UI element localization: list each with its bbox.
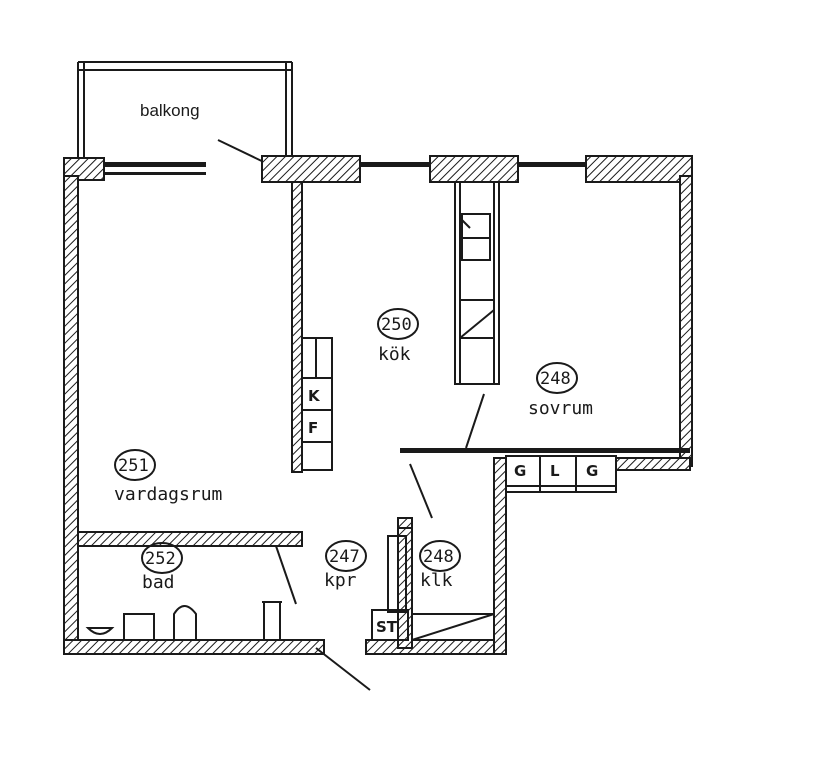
room-number: 248 bbox=[540, 369, 571, 389]
closet-g2-label: G bbox=[586, 462, 598, 480]
room-number: 248 bbox=[423, 547, 454, 567]
kitchen-tall-units bbox=[454, 181, 500, 385]
room-number: 250 bbox=[381, 315, 412, 335]
balcony-label: balkong bbox=[140, 101, 200, 120]
room-sovrum: 248 sovrum bbox=[528, 362, 593, 419]
room-name: kpr bbox=[324, 570, 357, 591]
storage-unit: ST bbox=[371, 535, 495, 641]
room-number: 247 bbox=[329, 547, 360, 567]
bathroom-fixtures bbox=[85, 601, 282, 641]
room-name: vardagsrum bbox=[114, 484, 222, 505]
room-number: 252 bbox=[145, 549, 176, 569]
room-kpr: 247 kpr bbox=[324, 540, 367, 591]
closet-g1-label: G bbox=[514, 462, 526, 480]
room-vardagsrum: 251 vardagsrum bbox=[114, 449, 222, 505]
storage-st-label: ST bbox=[376, 618, 398, 636]
exterior-walls bbox=[63, 155, 693, 655]
closet-l-label: L bbox=[550, 462, 560, 480]
room-bad: 252 bad bbox=[141, 542, 183, 593]
fridge-k-label: K bbox=[308, 387, 321, 405]
room-name: klk bbox=[420, 570, 453, 591]
freezer-f-label: F bbox=[308, 419, 318, 437]
room-klk: 248 klk bbox=[419, 540, 461, 591]
room-number: 251 bbox=[118, 456, 149, 476]
balcony: balkong bbox=[77, 61, 293, 166]
doors bbox=[275, 393, 485, 691]
room-kok: 250 kök bbox=[377, 308, 419, 365]
room-name: bad bbox=[142, 572, 175, 593]
room-name: kök bbox=[378, 344, 411, 365]
interior-walls bbox=[77, 181, 413, 649]
room-name: sovrum bbox=[528, 398, 593, 419]
kitchen-appliances: K F bbox=[301, 337, 333, 471]
bedroom-closets: G L G bbox=[505, 455, 617, 493]
